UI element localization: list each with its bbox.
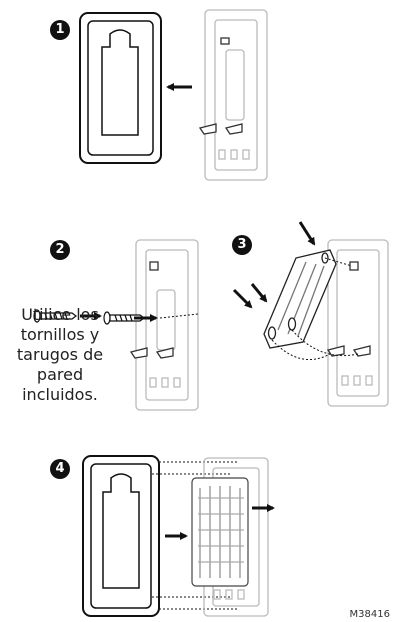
step4-guides	[152, 461, 238, 610]
step3-thermostat-tilted	[263, 249, 337, 349]
step1-trim-plate	[79, 12, 162, 164]
step-4-badge: 4	[50, 459, 70, 479]
step3-wallplate	[326, 239, 389, 407]
step-3-badge: 3	[232, 235, 252, 255]
screws-note: Utilice los tornillos y tarugos de pared…	[16, 305, 104, 404]
step4-trim-plate	[82, 455, 160, 617]
step4-thermostat	[191, 477, 249, 587]
step3-guides	[271, 257, 359, 361]
step3-arrow-left2	[250, 283, 268, 303]
step3-arrow-top	[298, 221, 316, 246]
step2-guide	[159, 313, 199, 319]
step-1-badge: 1	[50, 20, 70, 40]
step2-wallplate	[129, 239, 199, 411]
step3-arrow-left1	[232, 288, 253, 309]
step-2-badge: 2	[50, 240, 70, 260]
figure-code: M38416	[349, 609, 390, 620]
step1-wallplate	[198, 9, 268, 181]
step2-screw-left	[33, 309, 77, 323]
